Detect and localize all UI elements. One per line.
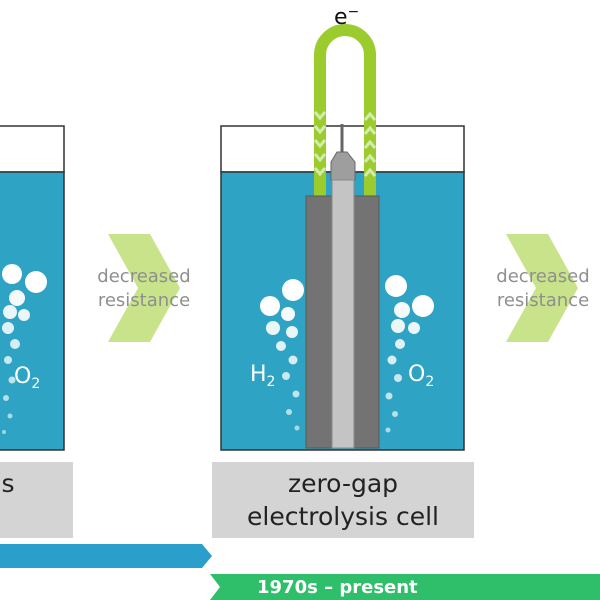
bubble bbox=[385, 275, 407, 297]
bubble bbox=[385, 392, 393, 400]
bubble bbox=[10, 339, 20, 349]
left-o2-label: O2 bbox=[14, 364, 40, 397]
bubble bbox=[260, 296, 280, 316]
membrane-cap bbox=[330, 151, 356, 181]
caption-line: zero-gap bbox=[287, 469, 399, 498]
anode bbox=[352, 195, 380, 449]
bubble bbox=[394, 374, 402, 382]
caption-line: electrolysis cell bbox=[247, 502, 439, 531]
right-h2-label: H2 bbox=[250, 362, 275, 395]
bubble bbox=[412, 295, 434, 317]
left-cell-caption: s bbox=[0, 467, 20, 500]
electron-label: e− bbox=[334, 0, 359, 30]
bubble bbox=[266, 321, 280, 335]
bubble bbox=[286, 326, 298, 338]
transition-label-line: decreased bbox=[496, 266, 590, 287]
transition-arrow-2 bbox=[506, 234, 578, 342]
transition-label-line: resistance bbox=[97, 290, 191, 311]
left-cell-headspace bbox=[0, 125, 65, 173]
left-cell-bubbles bbox=[2, 264, 47, 434]
bubble bbox=[2, 430, 6, 434]
left-cell-caption-box bbox=[0, 462, 73, 538]
transition-arrow-1 bbox=[108, 234, 180, 342]
transition-label-line: resistance bbox=[496, 290, 590, 311]
bubble bbox=[385, 427, 391, 433]
bubble bbox=[286, 409, 292, 415]
bubble bbox=[3, 305, 17, 319]
timeline-current-label: 1970s – present bbox=[257, 577, 418, 598]
bubble bbox=[394, 302, 410, 318]
bubble bbox=[392, 411, 398, 417]
bubble bbox=[282, 279, 304, 301]
bubble bbox=[276, 341, 286, 351]
right-cell bbox=[212, 24, 474, 538]
bubble bbox=[395, 339, 405, 349]
bubble bbox=[2, 264, 22, 284]
gas-symbol: H bbox=[250, 362, 267, 387]
bubble bbox=[9, 290, 25, 306]
transition-label-line: decreased bbox=[97, 266, 191, 287]
gas-symbol: O bbox=[14, 364, 32, 389]
right-cell-caption-box bbox=[212, 462, 474, 538]
cathode bbox=[305, 195, 333, 449]
gas-symbol: O bbox=[408, 362, 426, 387]
h2-bubbles bbox=[260, 279, 304, 431]
bubble bbox=[18, 309, 30, 321]
bubble bbox=[391, 319, 405, 333]
left-cell bbox=[0, 125, 73, 538]
bubble bbox=[281, 307, 295, 321]
chevron-up bbox=[363, 153, 377, 163]
circuit-wire bbox=[314, 24, 376, 196]
bubble bbox=[8, 376, 16, 384]
bubble bbox=[387, 355, 397, 365]
bubble bbox=[3, 395, 9, 401]
timeline-current-bar bbox=[210, 574, 600, 600]
gas-subscript: 2 bbox=[266, 374, 276, 390]
electron-symbol: e bbox=[334, 5, 348, 30]
electron-charge: − bbox=[347, 4, 360, 20]
bubble bbox=[294, 425, 300, 431]
bubble bbox=[25, 271, 47, 293]
chevron-up bbox=[363, 111, 377, 121]
right-o2-label: O2 bbox=[408, 362, 434, 395]
right-cell-caption: zero-gap electrolysis cell bbox=[212, 467, 474, 533]
chevron-down bbox=[313, 167, 327, 177]
chevron-down bbox=[313, 153, 327, 163]
chevron-up bbox=[363, 139, 377, 149]
caption-line: s bbox=[1, 469, 15, 498]
bubble bbox=[4, 356, 12, 364]
bubble bbox=[288, 355, 298, 365]
o2-bubbles bbox=[385, 275, 434, 433]
timeline-previous-bar bbox=[0, 544, 212, 568]
bubble bbox=[2, 322, 14, 334]
electron-flow-chevrons bbox=[313, 111, 377, 177]
bubble bbox=[292, 390, 300, 398]
bubble bbox=[282, 372, 290, 380]
gas-subscript: 2 bbox=[31, 376, 41, 392]
transition-label-1: decreased resistance bbox=[93, 265, 195, 313]
bubble bbox=[408, 322, 420, 334]
chevron-down bbox=[313, 125, 327, 135]
gas-subscript: 2 bbox=[425, 374, 435, 390]
chevron-up bbox=[363, 125, 377, 135]
bubble bbox=[7, 413, 13, 419]
chevron-down bbox=[313, 139, 327, 149]
chevron-up bbox=[363, 167, 377, 177]
chevron-down bbox=[313, 111, 327, 121]
membrane bbox=[331, 179, 355, 449]
transition-label-2: decreased resistance bbox=[492, 265, 594, 313]
